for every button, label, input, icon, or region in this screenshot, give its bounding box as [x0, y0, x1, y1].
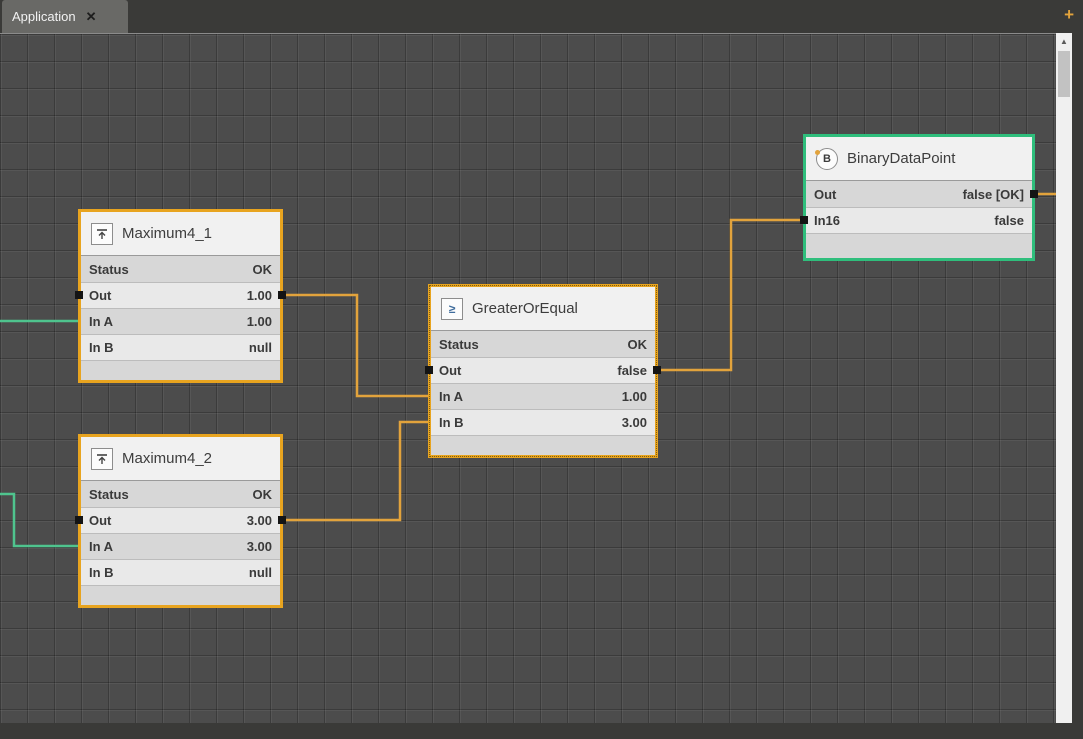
node-footer: [431, 435, 655, 455]
port-handle-binarydatapoint-out[interactable]: [1030, 190, 1038, 198]
node-row-out[interactable]: Out false [OK]: [806, 181, 1032, 207]
row-label: Status: [439, 336, 479, 352]
wire-maximum4-1-to-greaterorequal[interactable]: [282, 293, 428, 398]
port-handle-maximum4-1-out-left[interactable]: [75, 291, 83, 299]
scroll-up-icon[interactable]: ▲: [1060, 36, 1068, 46]
row-value: 1.00: [246, 288, 272, 303]
row-value: false: [617, 363, 647, 378]
row-label: Out: [439, 363, 462, 378]
row-label: Out: [89, 288, 112, 303]
row-value: OK: [627, 336, 648, 352]
port-handle-maximum4-2-out-right[interactable]: [278, 516, 286, 524]
node-footer: [81, 585, 280, 605]
wire-maximum4-2-to-greaterorequal[interactable]: [282, 420, 428, 522]
row-label: Out: [814, 186, 837, 202]
node-row-out[interactable]: Out 1.00: [81, 282, 280, 308]
add-tab-button[interactable]: +: [1064, 5, 1074, 24]
node-footer: [81, 360, 280, 380]
row-value: 3.00: [246, 513, 272, 528]
node-row-in-a[interactable]: In A 1.00: [81, 308, 280, 334]
row-label: In A: [89, 314, 114, 329]
tab-application[interactable]: Application ✕: [2, 0, 128, 33]
node-binarydatapoint[interactable]: B BinaryDataPoint Out false [OK] In16 fa…: [803, 134, 1035, 261]
vertical-scrollbar[interactable]: ▲: [1056, 33, 1072, 723]
node-row-out[interactable]: Out false: [431, 357, 655, 383]
row-label: Out: [89, 513, 112, 528]
row-value: 3.00: [246, 539, 272, 554]
greater-or-equal-icon: ≥: [441, 297, 463, 320]
row-value: 1.00: [621, 389, 647, 404]
node-maximum4-2[interactable]: Maximum4_2 Status OK Out 3.00 In A 3.00 …: [78, 434, 283, 608]
wire-input-to-maximum4-2[interactable]: [0, 492, 78, 548]
node-title: GreaterOrEqual: [472, 300, 578, 317]
binary-datapoint-icon: B: [815, 147, 838, 170]
tab-label: Application: [12, 9, 76, 24]
row-value: 1.00: [246, 314, 272, 329]
row-label: Status: [89, 486, 129, 502]
node-row-status[interactable]: Status OK: [431, 331, 655, 357]
node-title: Maximum4_2: [122, 450, 213, 467]
node-title: Maximum4_1: [122, 225, 213, 242]
node-row-in-a[interactable]: In A 3.00: [81, 533, 280, 559]
row-label: In A: [439, 389, 464, 404]
row-label: In B: [89, 340, 114, 355]
node-row-status[interactable]: Status OK: [81, 481, 280, 507]
port-handle-maximum4-2-out-left[interactable]: [75, 516, 83, 524]
row-value: false [OK]: [962, 186, 1024, 202]
row-value: OK: [252, 486, 273, 502]
node-greaterorequal[interactable]: ≥ GreaterOrEqual Status OK Out false In …: [428, 284, 658, 458]
port-handle-greaterorequal-out-right[interactable]: [653, 366, 661, 374]
tab-bar: Application ✕ +: [0, 0, 1083, 33]
right-frame-strip: [1072, 33, 1083, 738]
row-value: false: [994, 213, 1024, 228]
scrollbar-thumb[interactable]: [1058, 51, 1070, 97]
node-title: BinaryDataPoint: [847, 150, 956, 167]
node-header[interactable]: ≥ GreaterOrEqual: [431, 287, 655, 331]
node-maximum4-1[interactable]: Maximum4_1 Status OK Out 1.00 In A 1.00 …: [78, 209, 283, 383]
row-value: 3.00: [621, 415, 647, 430]
row-label: In B: [89, 565, 114, 580]
row-label: In16: [814, 213, 841, 228]
node-row-in-b[interactable]: In B 3.00: [431, 409, 655, 435]
row-value: null: [248, 340, 272, 355]
node-row-in-b[interactable]: In B null: [81, 559, 280, 585]
node-header[interactable]: Maximum4_2: [81, 437, 280, 481]
row-label: In B: [439, 415, 464, 430]
node-row-in-b[interactable]: In B null: [81, 334, 280, 360]
port-handle-greaterorequal-out-left[interactable]: [425, 366, 433, 374]
wiresheet-canvas[interactable]: Maximum4_1 Status OK Out 1.00 In A 1.00 …: [0, 33, 1056, 738]
maximum-icon: [91, 222, 113, 245]
node-header[interactable]: Maximum4_1: [81, 212, 280, 256]
bottom-frame-strip: [0, 723, 1083, 738]
node-row-status[interactable]: Status OK: [81, 256, 280, 282]
row-value: null: [248, 565, 272, 580]
port-handle-binarydatapoint-in16[interactable]: [800, 216, 808, 224]
wire-greaterorequal-to-binarydatapoint[interactable]: [657, 218, 803, 372]
node-footer: [806, 233, 1032, 258]
row-label: In A: [89, 539, 114, 554]
node-row-out[interactable]: Out 3.00: [81, 507, 280, 533]
row-label: Status: [89, 261, 129, 277]
row-value: OK: [252, 261, 273, 277]
node-row-in-a[interactable]: In A 1.00: [431, 383, 655, 409]
maximum-icon: [91, 447, 113, 470]
port-handle-maximum4-1-out-right[interactable]: [278, 291, 286, 299]
close-tab-icon[interactable]: ✕: [85, 8, 97, 24]
node-row-in16[interactable]: In16 false: [806, 207, 1032, 233]
node-header[interactable]: B BinaryDataPoint: [806, 137, 1032, 181]
